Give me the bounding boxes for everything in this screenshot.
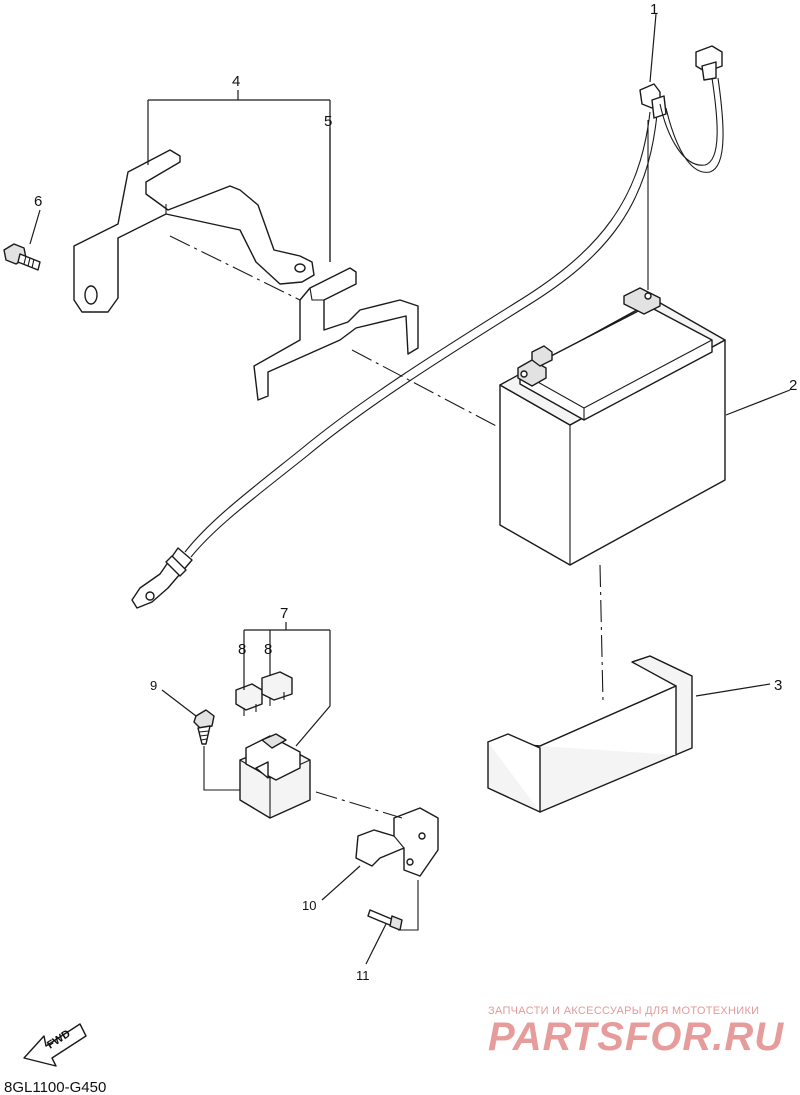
- battery-cable[interactable]: [131, 45, 724, 609]
- watermark-tagline: ЗАПЧАСТИ И АКСЕССУАРЫ ДЛЯ МОТОТЕХНИКИ: [488, 1005, 759, 1017]
- callout-7: 7: [280, 605, 288, 622]
- fwd-arrow: FWD: [23, 1023, 87, 1067]
- callout-4: 4: [232, 73, 240, 90]
- callout-6: 6: [34, 193, 42, 210]
- battery-band[interactable]: [73, 149, 315, 313]
- battery-band-2[interactable]: [253, 267, 419, 401]
- callout-labels: 1 2 3 4 5 6 7 8 8 9 10 11: [34, 1, 797, 983]
- screw[interactable]: [193, 709, 215, 745]
- callout-11: 11: [356, 968, 370, 983]
- callout-8b: 8: [264, 641, 272, 658]
- callout-5: 5: [324, 113, 332, 130]
- rivet[interactable]: [367, 909, 403, 931]
- battery[interactable]: [499, 287, 726, 566]
- fuse-left[interactable]: [235, 683, 263, 716]
- relay-bracket[interactable]: [355, 807, 439, 877]
- callout-10: 10: [302, 898, 316, 913]
- starter-relay[interactable]: [239, 733, 311, 819]
- watermark-brand: PARTSFOR.RU: [488, 1015, 784, 1059]
- callout-9: 9: [150, 678, 157, 693]
- watermark: ЗАПЧАСТИ И АКСЕССУАРЫ ДЛЯ МОТОТЕХНИКИ PA…: [488, 1005, 784, 1059]
- callout-2: 2: [789, 377, 797, 394]
- diagram-code: 8GL1100-G450: [4, 1079, 106, 1095]
- leader-lines: [29, 13, 791, 965]
- fuse-right[interactable]: [261, 671, 293, 706]
- callout-8a: 8: [238, 641, 246, 658]
- callout-3: 3: [774, 677, 782, 694]
- callout-1: 1: [650, 1, 658, 18]
- assembly-lines: [169, 120, 649, 931]
- battery-tray[interactable]: [487, 655, 693, 813]
- bolt[interactable]: [3, 243, 41, 271]
